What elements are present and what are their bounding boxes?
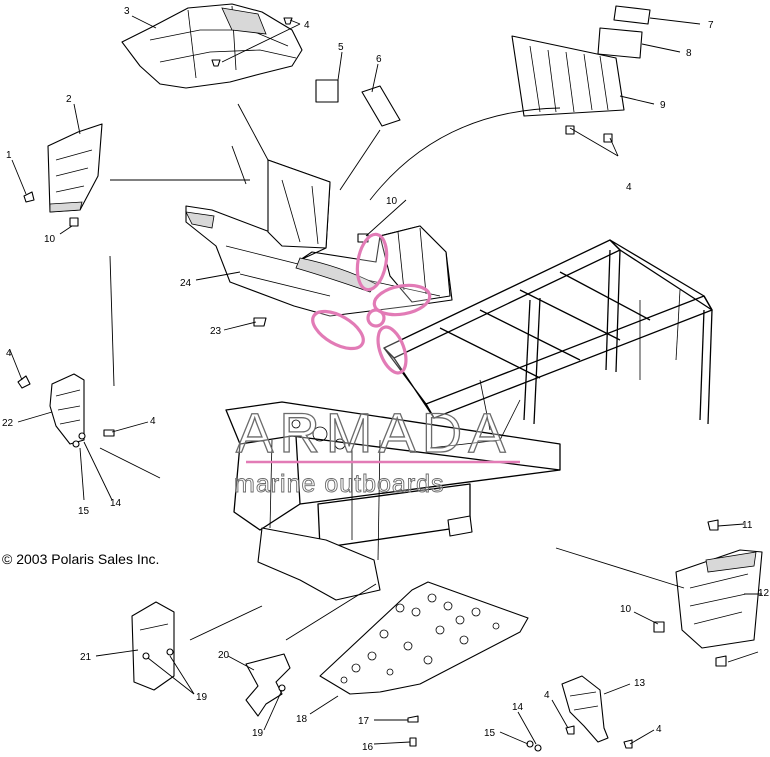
callout-15: 15 <box>78 506 90 517</box>
callout-16: 16 <box>362 742 374 753</box>
fastener-1 <box>23 191 35 203</box>
callout-10: 10 <box>386 196 398 207</box>
part-9-rear-panel <box>511 35 625 117</box>
callout-24: 24 <box>180 278 192 289</box>
callout-17: 17 <box>358 716 370 727</box>
fastener-10-right <box>653 621 665 633</box>
part-21-bracket <box>131 601 175 691</box>
fastener-4-mid <box>103 429 115 437</box>
armada-watermark: ARMADA marine outboards <box>234 232 520 498</box>
callout-12: 12 <box>758 588 770 599</box>
callout-4: 4 <box>544 690 550 701</box>
part-5-decal <box>315 79 339 103</box>
callout-4: 4 <box>6 348 12 359</box>
callout-18: 18 <box>296 714 308 725</box>
callout-21: 21 <box>80 652 92 663</box>
fastener-11 <box>707 519 719 531</box>
callout-15: 15 <box>484 728 496 739</box>
part-13-bracket <box>561 675 609 743</box>
callout-11: 11 <box>742 520 753 531</box>
callout-2: 2 <box>66 94 72 105</box>
callout-22: 22 <box>2 418 14 429</box>
fastener-4-top <box>211 17 293 67</box>
callout-9: 9 <box>660 100 666 111</box>
callout-8: 8 <box>686 48 692 59</box>
callout-6: 6 <box>376 54 382 65</box>
leader-lines <box>9 15 762 745</box>
part-23-clip <box>253 317 267 327</box>
callout-14: 14 <box>110 498 122 509</box>
part-12-side-shield <box>675 549 763 649</box>
fastener-4-right <box>715 655 727 667</box>
callout-3: 3 <box>124 6 130 17</box>
fastener-15-left <box>72 440 80 448</box>
fastener-14-right <box>534 744 542 752</box>
fastener-17 <box>407 715 419 723</box>
callout-10: 10 <box>620 604 632 615</box>
callout-4: 4 <box>304 20 310 31</box>
callout-1: 1 <box>6 150 12 161</box>
fastener-4-lower-b <box>623 739 633 749</box>
fastener-4-left <box>17 375 31 389</box>
part-24-floor-tub <box>185 159 453 317</box>
callout-10: 10 <box>44 234 56 245</box>
fastener-14-left <box>78 432 86 440</box>
callout-4: 4 <box>656 724 662 735</box>
callout-13: 13 <box>634 678 646 689</box>
watermark-subtitle: marine outboards <box>234 470 445 498</box>
watermark-title: ARMADA <box>236 401 512 464</box>
callout-23: 23 <box>210 326 222 337</box>
part-3-floor-pan <box>121 3 303 89</box>
callout-19: 19 <box>252 728 264 739</box>
main-frame <box>225 239 713 601</box>
part-22-bracket <box>49 373 85 445</box>
callout-4: 4 <box>150 416 156 427</box>
callout-4: 4 <box>626 182 632 193</box>
callout-14: 14 <box>512 702 524 713</box>
callout-20: 20 <box>218 650 230 661</box>
part-20-plate <box>245 653 291 717</box>
part-18-skid-plate <box>319 581 529 695</box>
callout-7: 7 <box>708 20 714 31</box>
fastener-10-left <box>69 217 79 227</box>
part-8-decal <box>597 27 643 59</box>
callout-labels: 1 2 3 4 5 6 7 8 9 4 10 10 24 23 4 22 4 1… <box>2 6 770 753</box>
callout-5: 5 <box>338 42 344 53</box>
part-6-decal <box>361 85 401 127</box>
copyright-text: © 2003 Polaris Sales Inc. <box>2 551 159 567</box>
fastener-4-rear <box>565 125 613 143</box>
callout-19: 19 <box>196 692 208 703</box>
watermark-logo-icon <box>311 232 432 375</box>
part-2-side-shield <box>47 123 103 213</box>
part-7-decal <box>613 5 651 25</box>
fastener-16 <box>409 737 417 747</box>
